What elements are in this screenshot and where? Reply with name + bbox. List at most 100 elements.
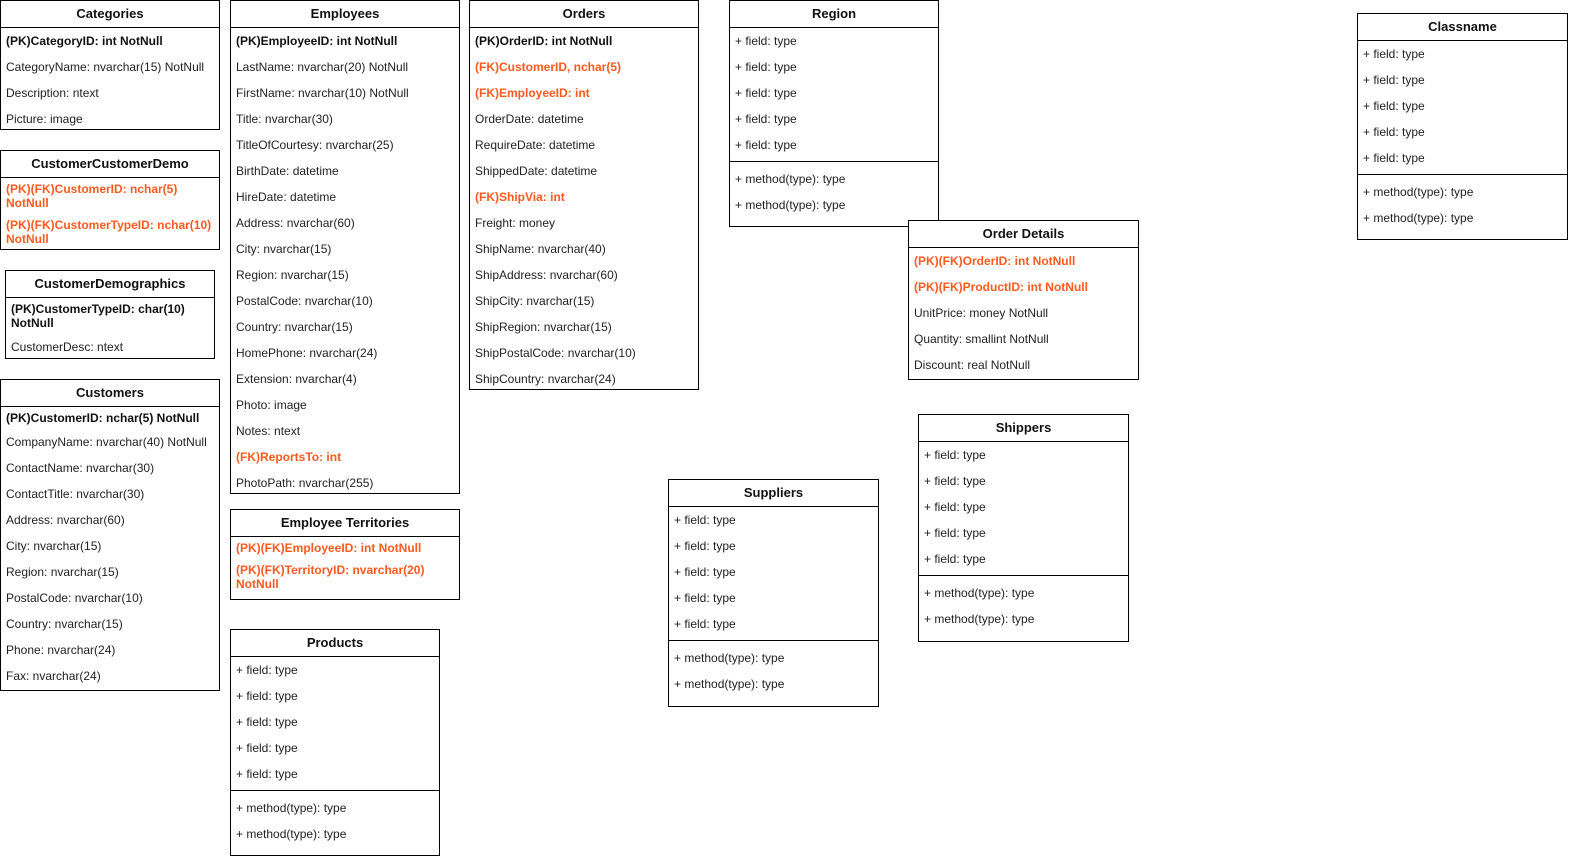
field-row: (FK)CustomerID, nchar(5) (475, 60, 622, 74)
field-row: Discount: real NotNull (914, 358, 1031, 372)
field-row: Phone: nvarchar(24) (6, 643, 116, 657)
fields-section: (PK)(FK)CustomerID: nchar(5) NotNull(PK)… (1, 178, 219, 253)
entity-title: Order Details (909, 221, 1138, 248)
methods-section: + method(type): type + method(type): type (919, 575, 1128, 638)
fields-section: + field: type+ field: type+ field: type+… (669, 507, 878, 640)
field-row: HireDate: datetime (236, 190, 337, 204)
field-row: ShipCountry: nvarchar(24) (475, 372, 616, 386)
field-row: CustomerDesc: ntext (11, 340, 124, 354)
entity-shippers[interactable]: Shippers+ field: type+ field: type+ fiel… (918, 414, 1129, 642)
entity-title: Orders (470, 1, 698, 28)
field-row: HomePhone: nvarchar(24) (236, 346, 378, 360)
entity-employee-territories[interactable]: Employee Territories(PK)(FK)EmployeeID: … (230, 509, 460, 600)
field-row: Photo: image (236, 398, 307, 412)
method-row: + method(type): type (236, 827, 347, 841)
entity-title: Region (730, 1, 938, 28)
method-row: + method(type): type (735, 172, 846, 186)
field-row: + field: type (236, 741, 298, 755)
entity-title: Employee Territories (231, 510, 459, 537)
entity-region[interactable]: Region + field: type + field: type + field:… (729, 0, 939, 227)
field-row: ShipPostalCode: nvarchar(10) (475, 346, 636, 360)
entity-title: Classname (1358, 14, 1567, 41)
method-row: + method(type): type (1363, 211, 1474, 225)
field-row: Country: nvarchar(15) (236, 320, 353, 334)
entity-order-details[interactable]: Order Details(PK)(FK)OrderID: int NotNul… (908, 220, 1139, 380)
field-row: Description: ntext (6, 86, 99, 100)
field-row: Title: nvarchar(30) (236, 112, 333, 126)
field-row: (PK)(FK)OrderID: int NotNull (914, 254, 1076, 268)
method-row: + method(type): type (674, 677, 785, 691)
entity-orders[interactable]: Orders (PK)OrderID: int NotNull (FK)Custom… (469, 0, 699, 390)
field-row: Notes: ntext (236, 424, 301, 438)
entity-title: Products (231, 630, 439, 657)
field-row: + field: type (1363, 47, 1425, 61)
field-row: + field: type (924, 552, 986, 566)
field-row: (FK)ReportsTo: int (236, 450, 342, 464)
field-row: + field: type (924, 474, 986, 488)
field-row: ShipAddress: nvarchar(60) (475, 268, 618, 282)
entity-title: CustomerCustomerDemo (1, 151, 219, 178)
field-row: + field: type (674, 617, 736, 631)
methods-section: + method(type): type + method(type): type (231, 790, 439, 853)
field-row: + field: type (674, 591, 736, 605)
field-row: + field: type (236, 689, 298, 703)
field-row: ShipName: nvarchar(40) (475, 242, 606, 256)
field-row: Picture: image (6, 112, 83, 126)
field-row: (FK)ShipVia: int (475, 190, 565, 204)
field-row: + field: type (236, 715, 298, 729)
field-row: + field: type (1363, 125, 1425, 139)
field-row: (PK)CustomerTypeID: char(10) NotNull (11, 302, 185, 330)
field-row: LastName: nvarchar(20) NotNull (236, 60, 409, 74)
field-row: (PK)(FK)CustomerTypeID: nchar(10) NotNul… (6, 218, 212, 246)
entity-customer-demographics[interactable]: CustomerDemographics(PK)CustomerTypeID: … (5, 270, 215, 359)
field-row: + field: type (735, 86, 797, 100)
entity-suppliers[interactable]: Suppliers + field: type + field: type + fie… (668, 479, 879, 707)
entity-title: Suppliers (669, 480, 878, 507)
method-row: + method(type): type (1363, 185, 1474, 199)
field-row: TitleOfCourtesy: nvarchar(25) (236, 138, 394, 152)
field-row: (PK)EmployeeID: int NotNull (236, 34, 398, 48)
field-row: OrderDate: datetime (475, 112, 584, 126)
field-row: Region: nvarchar(15) (236, 268, 349, 282)
field-row: CategoryName: nvarchar(15) NotNull (6, 60, 205, 74)
fields-section: + field: type+ field: type+ field: type+… (730, 28, 938, 161)
field-row: Quantity: smallint NotNull (914, 332, 1049, 346)
field-row: PostalCode: nvarchar(10) (6, 591, 143, 605)
field-row: + field: type (674, 539, 736, 553)
fields-section: (PK)OrderID: int NotNull (FK)CustomerID, … (470, 28, 698, 395)
methods-section: + method(type): type+ method(type): type (730, 161, 938, 224)
field-row: + field: type (1363, 99, 1425, 113)
field-row: ShipCity: nvarchar(15) (475, 294, 595, 308)
entity-title: Employees (231, 1, 459, 28)
field-row: City: nvarchar(15) (236, 242, 332, 256)
field-row: BirthDate: datetime (236, 164, 339, 178)
entity-customers[interactable]: Customers(PK)CustomerID: nchar(5) NotNul… (0, 379, 220, 691)
field-row: Freight: money (475, 216, 556, 230)
field-row: Extension: nvarchar(4) (236, 372, 357, 386)
method-row: + method(type): type (924, 612, 1035, 626)
field-row: UnitPrice: money NotNull (914, 306, 1049, 320)
method-row: + method(type): type (924, 586, 1035, 600)
field-row: + field: type (1363, 151, 1425, 165)
field-row: + field: type (735, 34, 797, 48)
field-row: PostalCode: nvarchar(10) (236, 294, 373, 308)
field-row: FirstName: nvarchar(10) NotNull (236, 86, 409, 100)
field-row: ShipRegion: nvarchar(15) (475, 320, 612, 334)
field-row: + field: type (924, 500, 986, 514)
field-row: + field: type (735, 60, 797, 74)
entity-customer-customer-demo[interactable]: CustomerCustomerDemo(PK)(FK)CustomerID: … (0, 150, 220, 250)
fields-section: + field: type + field: type + field: type +… (1358, 41, 1567, 174)
field-row: CompanyName: nvarchar(40) NotNull (6, 435, 207, 449)
field-row: ShippedDate: datetime (475, 164, 598, 178)
entity-products[interactable]: Products + field: type + field: type + fiel… (230, 629, 440, 856)
method-row: + method(type): type (236, 801, 347, 815)
entity-classname[interactable]: Classname+ field: type+ field: type+ fie… (1357, 13, 1568, 240)
fields-section: (PK)(FK)OrderID: int NotNull(PK)(FK)Prod… (909, 248, 1138, 381)
field-row: (PK)OrderID: int NotNull (475, 34, 613, 48)
field-row: + field: type (1363, 73, 1425, 87)
